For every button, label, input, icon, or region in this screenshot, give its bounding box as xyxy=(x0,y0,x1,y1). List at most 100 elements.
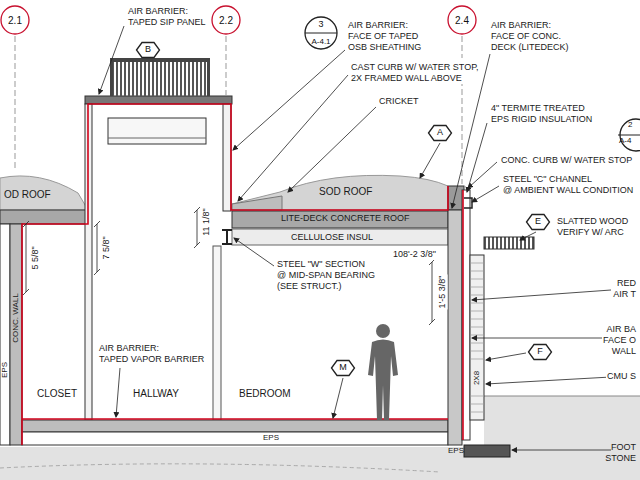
marker-divider xyxy=(305,33,337,34)
dimension-line xyxy=(194,242,200,248)
material-label: EPS xyxy=(262,433,280,443)
callout-tag-shape xyxy=(527,215,550,230)
grid-line xyxy=(15,36,462,184)
foundation-wall xyxy=(10,224,22,445)
material-label: CELLULOSE INSUL xyxy=(290,232,374,243)
note-text: FOOT xyxy=(610,442,637,453)
grid-bubble: 2.4 xyxy=(447,5,477,35)
roof-slab xyxy=(0,210,448,245)
material-label: 2X8 xyxy=(472,370,482,386)
dimension-line xyxy=(97,224,98,272)
note-text: SLATTED WOOD xyxy=(556,216,629,227)
roof-slab xyxy=(232,211,448,228)
tag-text: A-4 xyxy=(619,137,631,146)
note-text: AIR BARRIER: xyxy=(98,343,160,354)
note-text: AIR BARRIER: xyxy=(127,6,189,17)
exterior-wall xyxy=(448,186,534,457)
callout-tag-shape xyxy=(137,43,160,58)
note-text: AIR BA xyxy=(605,324,637,335)
dimension-text: 5 5/8" xyxy=(30,245,41,270)
note-text: AIR T xyxy=(612,289,637,300)
marker-divider xyxy=(618,135,640,136)
dimension-text: 11 1/8" xyxy=(201,207,212,237)
material-label: LITE-DECK CONCRETE ROOF xyxy=(280,213,411,224)
room-label: HALLWAY xyxy=(132,388,180,400)
exterior-wall xyxy=(470,263,484,412)
dimension-line xyxy=(197,210,198,245)
foundation-wall xyxy=(0,224,10,445)
ground xyxy=(0,396,640,480)
room-label: BEDROOM xyxy=(238,388,292,400)
ground xyxy=(484,396,640,480)
dimension-line xyxy=(429,259,435,265)
grid-bubble: 2.1 xyxy=(0,5,30,35)
foundation-wall xyxy=(22,420,448,432)
grid-line xyxy=(462,36,463,58)
note-text: VERIFY W/ ARC xyxy=(556,227,625,238)
interior-wall xyxy=(213,246,221,420)
ground xyxy=(0,464,440,472)
dimension-line xyxy=(194,207,200,213)
tag-text: E xyxy=(535,217,541,227)
grid-line xyxy=(226,36,227,95)
callout-tag: M xyxy=(331,360,355,376)
clerestory-tower xyxy=(110,58,210,62)
leader-line xyxy=(512,450,611,451)
leader-line xyxy=(333,378,343,418)
roof-slab xyxy=(232,229,448,245)
exterior-wall xyxy=(462,190,470,440)
dimension-line xyxy=(432,262,433,322)
note-text: CRICKET xyxy=(378,96,420,107)
leader-line xyxy=(420,143,440,178)
note-text: 4" TERMITE TREATED xyxy=(490,103,586,114)
leader-line xyxy=(99,26,611,450)
material-label: OD ROOF xyxy=(3,189,52,201)
dimension-text: 1'-5 3/8" xyxy=(437,275,448,310)
exterior-wall xyxy=(484,237,534,249)
grid-bubble-shape xyxy=(1,6,29,34)
callout-tag-shape xyxy=(332,361,355,376)
tag-text: 2.1 xyxy=(8,15,22,26)
note-text: RED xyxy=(616,278,637,289)
tag-text: 3 xyxy=(318,16,323,33)
sod-roof xyxy=(232,175,448,210)
note-text: AIR BARRIER: xyxy=(347,20,409,31)
air-barrier-line xyxy=(462,190,464,440)
leader-line xyxy=(472,290,611,300)
note-text: STONE xyxy=(604,453,637,464)
tag-text: A-4.1 xyxy=(311,33,330,50)
clerestory-tower xyxy=(108,118,206,144)
exterior-wall xyxy=(464,198,472,208)
dimension-line xyxy=(429,319,435,325)
dimension-line xyxy=(94,269,100,275)
leader-line xyxy=(238,75,348,201)
note-text: FACE OF TAPED xyxy=(347,31,419,42)
note-text: TAPED VAPOR BARRIER xyxy=(98,354,205,365)
leader-line xyxy=(468,162,497,188)
grid-bubble-shape xyxy=(448,6,476,34)
foundation-wall xyxy=(0,224,448,445)
note-text: CONC. CURB W/ WATER STOP xyxy=(500,155,633,166)
callout-tag-shape xyxy=(529,345,552,360)
dimension-text: 108'-2 3/8" xyxy=(392,249,437,260)
section-marker-outline xyxy=(614,118,640,152)
ground xyxy=(484,396,640,397)
note-text: @ AMBIENT WALL CONDITION xyxy=(502,185,634,196)
leader-line xyxy=(116,368,120,417)
callout-tag: F xyxy=(528,344,552,360)
room-label: CLOSET xyxy=(36,388,78,400)
note-text: @ MID-SPAN BEARING xyxy=(276,270,376,281)
tag-text: M xyxy=(339,363,347,373)
foundation-wall xyxy=(22,432,448,445)
note-text: (SEE STRUCT.) xyxy=(276,281,343,292)
section-marker: 3A-4.1 xyxy=(304,16,338,50)
clerestory-tower xyxy=(112,62,208,96)
callout-tag-shape xyxy=(429,126,452,141)
callout-tag: A xyxy=(428,125,452,141)
note-text: AIR BARRIER: xyxy=(490,20,552,31)
leader-line xyxy=(233,50,345,150)
air-barrier-line xyxy=(22,104,463,445)
leader-line xyxy=(288,107,376,192)
